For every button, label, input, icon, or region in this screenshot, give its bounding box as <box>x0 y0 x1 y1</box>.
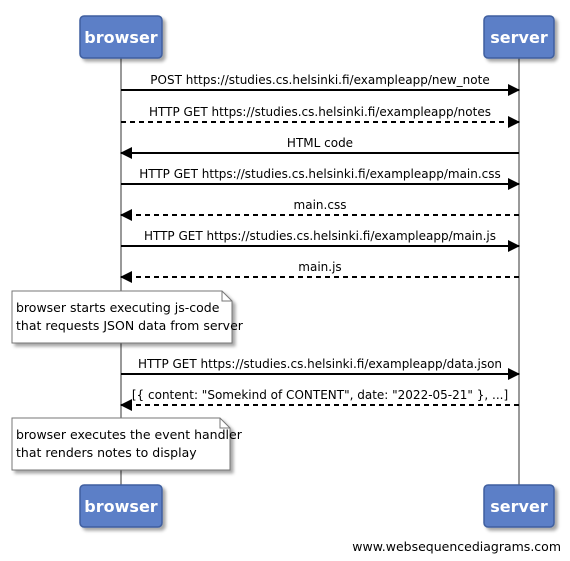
message-6-label: HTTP GET https://studies.cs.helsinki.fi/… <box>144 229 496 243</box>
server-actor-bottom-label: server <box>490 497 548 516</box>
browser-actor-bottom-label: browser <box>84 497 157 516</box>
message-5-label: main.css <box>294 198 347 212</box>
server-actor-bottom: server <box>483 484 555 528</box>
message-2: HTTP GET https://studies.cs.helsinki.fi/… <box>121 105 520 128</box>
message-8-label: HTTP GET https://studies.cs.helsinki.fi/… <box>138 357 502 371</box>
server-actor-top: server <box>483 15 555 59</box>
note-2-fold <box>219 418 230 429</box>
message-1-label: POST https://studies.cs.helsinki.fi/exam… <box>150 73 489 87</box>
note-1-box <box>11 290 233 344</box>
note-2: browser executes the event handler that … <box>11 417 243 471</box>
message-4-label: HTTP GET https://studies.cs.helsinki.fi/… <box>139 167 501 181</box>
note-1: browser starts executing js-code that re… <box>11 290 244 344</box>
message-3: HTML code <box>120 136 519 159</box>
note-2-line-1: browser executes the event handler <box>16 427 243 442</box>
note-1-line-2: that requests JSON data from server <box>16 318 244 333</box>
note-2-line-2: that renders notes to display <box>16 445 197 460</box>
message-8: HTTP GET https://studies.cs.helsinki.fi/… <box>121 357 520 380</box>
message-9-label: [{ content: "Somekind of CONTENT", date:… <box>132 388 508 402</box>
message-5: main.css <box>120 198 519 221</box>
message-1: POST https://studies.cs.helsinki.fi/exam… <box>121 73 520 96</box>
note-2-box <box>11 417 231 471</box>
footer-watermark: www.websequencediagrams.com <box>352 539 561 554</box>
note-1-fold <box>221 291 232 302</box>
message-4: HTTP GET https://studies.cs.helsinki.fi/… <box>121 167 520 190</box>
message-9: [{ content: "Somekind of CONTENT", date:… <box>120 388 519 411</box>
browser-actor-top: browser <box>79 15 163 59</box>
message-3-label: HTML code <box>287 136 353 150</box>
message-7-label: main.js <box>298 260 341 274</box>
browser-actor-top-label: browser <box>84 28 157 47</box>
note-1-line-1: browser starts executing js-code <box>16 300 220 315</box>
server-actor-top-label: server <box>490 28 548 47</box>
message-6: HTTP GET https://studies.cs.helsinki.fi/… <box>121 229 520 252</box>
message-7: main.js <box>120 260 519 283</box>
browser-actor-bottom: browser <box>79 484 163 528</box>
message-2-label: HTTP GET https://studies.cs.helsinki.fi/… <box>149 105 491 119</box>
